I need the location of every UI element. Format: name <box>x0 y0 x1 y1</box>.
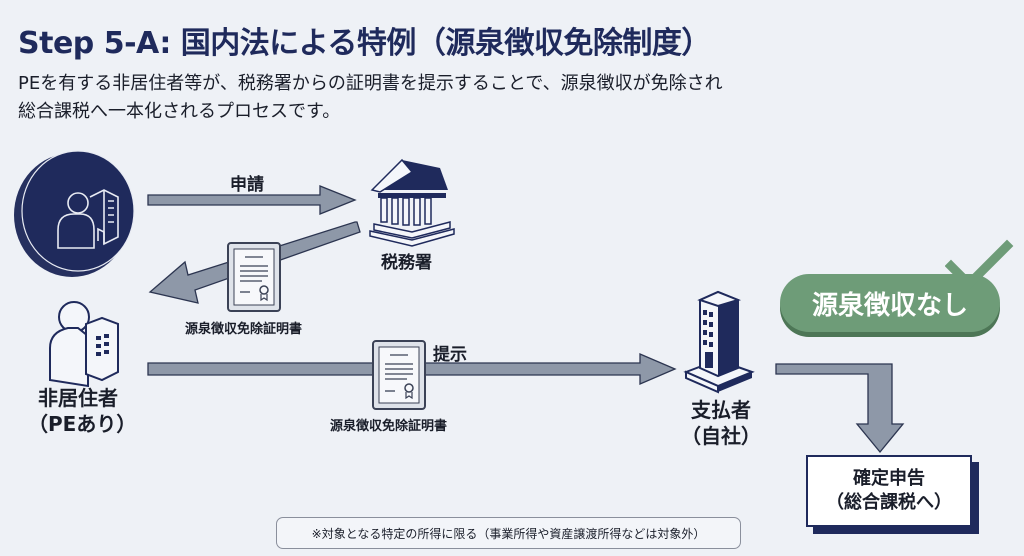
certificate-document-icon <box>227 242 281 312</box>
apply-label: 申請 <box>230 175 264 195</box>
nonresident-label: 非居住者 （PEあり） <box>28 385 137 437</box>
checkmark-icon <box>945 239 1014 291</box>
page-title: Step 5-A: 国内法による特例（源泉徴収免除制度） <box>18 26 711 61</box>
description-line-1: PEを有する非居住者等が、税務署からの証明書を提示することで、源泉徴収が免除され <box>18 73 723 94</box>
nonresident-line-2: （PEあり） <box>28 412 137 436</box>
certificate-present-label: 源泉徴収免除証明書 <box>330 419 448 434</box>
person-building-icon <box>49 301 119 388</box>
certificate-return-label: 源泉徴収免除証明書 <box>185 322 303 337</box>
payer-line-1: 支払者 <box>691 398 751 422</box>
payer-line-2: （自社） <box>681 424 761 448</box>
scope-note: ※対象となる特定の所得に限る（事業所得や資産譲渡所得などは対象外） <box>276 517 741 549</box>
nonresident-line-1: 非居住者 <box>38 386 118 410</box>
apply-arrow <box>147 185 357 215</box>
present-label: 提示 <box>433 345 467 365</box>
description-line-2: 総合課税へ一本化されるプロセスです。 <box>18 101 341 122</box>
page-description: PEを有する非居住者等が、税務署からの証明書を提示することで、源泉徴収が免除され… <box>18 70 838 126</box>
government-building-icon <box>369 158 455 247</box>
elbow-arrow-to-final-return <box>775 363 905 454</box>
certificate-document-icon-2 <box>372 340 426 410</box>
final-return-line-1: 確定申告 <box>853 468 925 489</box>
final-return-line-2: （総合課税へ） <box>826 492 952 513</box>
office-tower-icon <box>683 290 755 394</box>
person-building-coin-icon <box>14 150 135 277</box>
payer-label: 支払者 （自社） <box>676 397 766 449</box>
final-return-box: 確定申告 （総合課税へ） <box>806 455 972 527</box>
tax-office-label: 税務署 <box>381 253 432 273</box>
